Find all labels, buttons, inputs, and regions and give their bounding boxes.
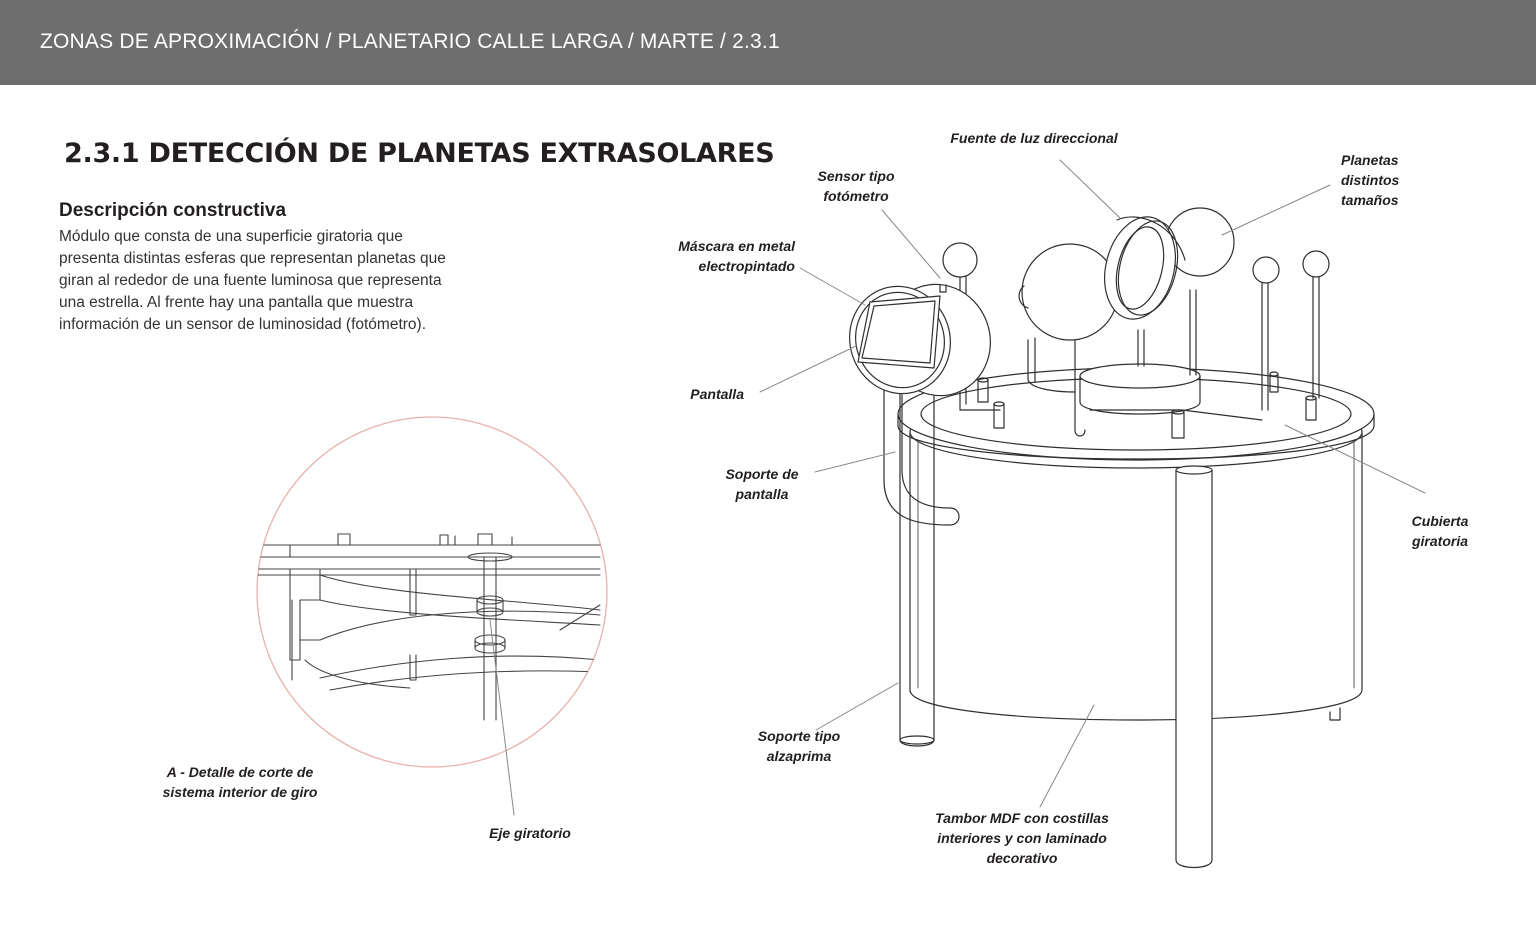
- callout-drum: Tambor MDF con costillas interiores y co…: [935, 810, 1109, 866]
- callout-planets: Planetas distintos tamaños: [1341, 152, 1400, 208]
- callout-rotating-cover: Cubierta giratoria: [1411, 513, 1469, 549]
- callout-sensor: Sensor tipo fotómetro: [817, 168, 895, 204]
- module-drawing: [849, 207, 1375, 869]
- section-heading: Descripción constructiva: [59, 200, 287, 221]
- detail-caption: A - Detalle de corte de sistema interior…: [162, 764, 318, 800]
- detail-circle: [256, 416, 608, 768]
- header-bar: ZONAS DE APROXIMACIÓN / PLANETARIO CALLE…: [0, 0, 1536, 85]
- description-text: Módulo que consta de una superficie gira…: [59, 228, 446, 333]
- leader-lines: [759, 159, 1426, 808]
- callout-screen-support: Soporte de pantalla: [725, 466, 799, 502]
- breadcrumb: ZONAS DE APROXIMACIÓN / PLANETARIO CALLE…: [40, 30, 780, 53]
- page-title: 2.3.1 DETECCIÓN DE PLANETAS EXTRASOLARES: [64, 138, 775, 169]
- detail-section: [256, 416, 608, 816]
- callout-prop-support: Soporte tipo alzaprima: [757, 728, 841, 764]
- callout-light-source: Fuente de luz direccional: [950, 130, 1118, 146]
- callout-rotating-axis: Eje giratorio: [489, 825, 571, 841]
- callout-screen: Pantalla: [690, 386, 744, 402]
- callout-mask: Máscara en metal electropintado: [678, 238, 795, 274]
